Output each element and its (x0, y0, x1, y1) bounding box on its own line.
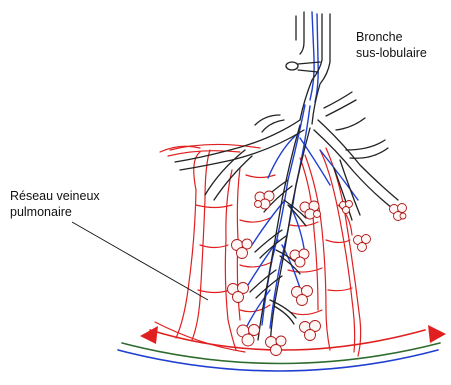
alveolar-cluster (237, 325, 260, 347)
reseau-label-line1: Réseau veineux (10, 188, 100, 204)
alveolar-cluster (255, 191, 275, 209)
leader-line (72, 222, 208, 300)
bronchial-tree (175, 12, 398, 345)
bronche-label: Bronche sus-lobulaire (356, 29, 427, 61)
arrow-right-icon (428, 325, 446, 343)
alveolar-cluster (266, 336, 287, 356)
alveolar-cluster (300, 321, 321, 341)
alveolar-cluster (292, 286, 313, 306)
alveolar-cluster (290, 249, 309, 267)
alveolar-cluster (228, 283, 249, 303)
alveolar-cluster (232, 239, 253, 259)
arrow-left-icon (140, 326, 158, 344)
alveolar-cluster (340, 201, 353, 214)
alveolar-cluster (354, 235, 371, 252)
bronche-label-line2: sus-lobulaire (356, 45, 427, 61)
reseau-label-line2: pulmonaire (10, 204, 100, 220)
alveolar-cluster (390, 204, 407, 221)
reseau-label: Réseau veineux pulmonaire (10, 188, 100, 220)
bronche-label-line1: Bronche (356, 29, 427, 45)
bronchus-cut-end (286, 62, 298, 70)
pleura-red-line (150, 330, 425, 350)
alveolar-cluster (300, 201, 321, 219)
